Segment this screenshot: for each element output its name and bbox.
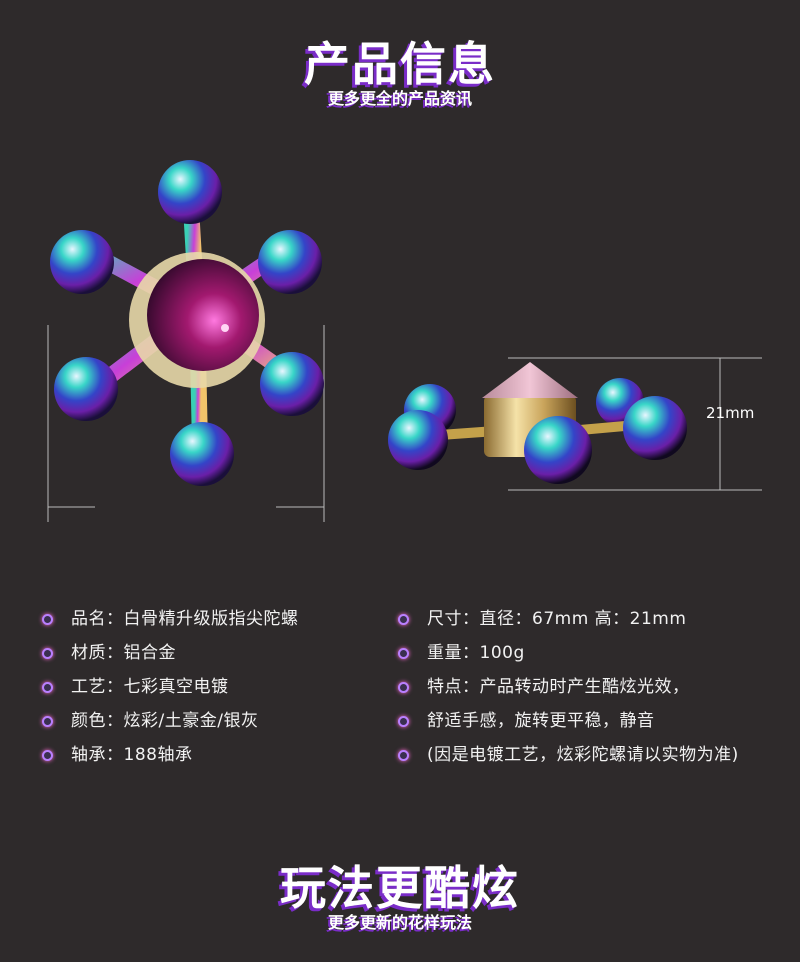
bullet-icon — [398, 749, 409, 761]
spec-list-left: 品名：白骨精升级版指尖陀螺 材质：铝合金 工艺：七彩真空电镀 颜色：炫彩/土豪金… — [42, 602, 299, 772]
bullet-icon — [42, 613, 53, 625]
bullet-icon — [398, 681, 409, 693]
bullet-icon — [398, 613, 409, 625]
spinner-top-view-image — [40, 150, 340, 530]
spec-item-material: 材质：铝合金 — [42, 636, 299, 670]
spec-item-color: 颜色：炫彩/土豪金/银灰 — [42, 704, 299, 738]
spec-item-bearing: 轴承：188轴承 — [42, 738, 299, 772]
section-subtitle-gameplay: 更多更新的花样玩法 — [327, 913, 472, 932]
spec-item-size: 尺寸：直径：67mm 高：21mm — [398, 602, 739, 636]
section-subtitle-product-info: 更多更全的产品资讯 — [327, 89, 472, 108]
bullet-icon — [42, 749, 53, 761]
spec-item-note: (因是电镀工艺，炫彩陀螺请以实物为准) — [398, 738, 739, 772]
bullet-icon — [42, 681, 53, 693]
spec-list-right: 尺寸：直径：67mm 高：21mm 重量：100g 特点：产品转动时产生酷炫光效… — [398, 602, 739, 772]
section-title-gameplay: 玩法更酷炫 — [280, 861, 520, 915]
height-dimension-label: 21mm — [706, 404, 755, 422]
spec-item-name: 品名：白骨精升级版指尖陀螺 — [42, 602, 299, 636]
bullet-icon — [398, 647, 409, 659]
spec-item-features: 特点：产品转动时产生酷炫光效， — [398, 670, 739, 704]
spec-item-features-2: 舒适手感，旋转更平稳，静音 — [398, 704, 739, 738]
section-title-product-info: 产品信息 — [304, 37, 496, 91]
bullet-icon — [42, 715, 53, 727]
bullet-icon — [42, 647, 53, 659]
spinner-side-view-image — [380, 340, 780, 510]
spec-item-process: 工艺：七彩真空电镀 — [42, 670, 299, 704]
bullet-icon — [398, 715, 409, 727]
spec-item-weight: 重量：100g — [398, 636, 739, 670]
